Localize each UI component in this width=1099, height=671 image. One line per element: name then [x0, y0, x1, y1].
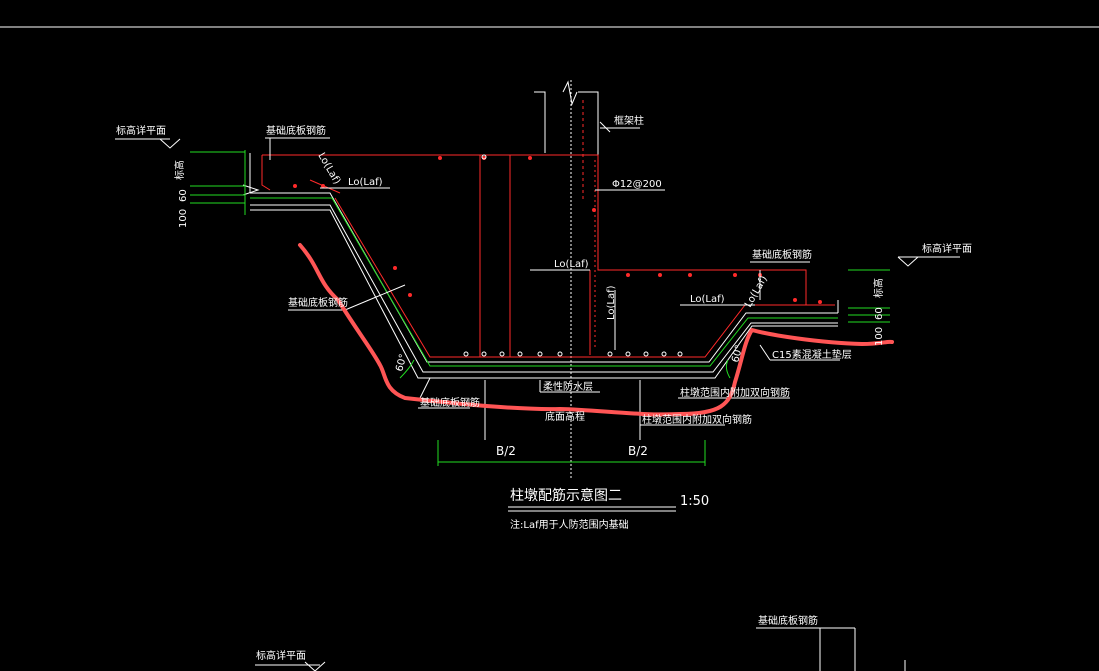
pier-bar-label-2: 柱墩范围内附加双向钢筋 [642, 413, 752, 426]
half-width-left: B/2 [496, 444, 516, 458]
angle-label-right: 60° [730, 344, 745, 364]
drawing-scale: 1:50 [680, 494, 709, 509]
slab-bar-label-left: 基础底板钢筋 [266, 124, 326, 137]
cushion-label: C15素混凝土垫层 [772, 348, 852, 361]
elev-label-bottom-left: 标高详平面 [256, 649, 306, 662]
concrete-outline [242, 80, 839, 480]
drawing-text: 标高详平面 标高详平面 标高详平面 基础底板钢筋 基础底板钢筋 基础底板钢筋 基… [116, 114, 972, 662]
leader-lines [115, 121, 960, 671]
pier-bar-label-1: 柱墩范围内附加双向钢筋 [680, 386, 790, 399]
elev-label-top-left: 标高详平面 [116, 124, 166, 137]
lap-label-right-vert: Lo(Laf) [743, 274, 770, 309]
waterproof-sub-label: 底面高程 [545, 410, 585, 423]
lap-label-center: Lo(Laf) [554, 259, 589, 270]
dim-side-left: 标高 [173, 160, 186, 180]
dim-60-left: 60 [178, 189, 189, 202]
waterproof-label: 柔性防水层 [543, 380, 593, 393]
half-width-right: B/2 [628, 444, 648, 458]
dim-100-left: 100 [178, 209, 189, 228]
slab-bar-label-bottom-right: 基础底板钢筋 [758, 614, 818, 627]
lap-label-horiz-left: Lo(Laf) [348, 177, 383, 188]
slab-bar-label-slope: 基础底板钢筋 [288, 296, 348, 309]
dim-60-right: 60 [874, 307, 885, 320]
angle-label-left: 60° [394, 353, 409, 373]
elev-label-top-right: 标高详平面 [922, 242, 972, 255]
lap-label-right-horiz: Lo(Laf) [690, 294, 725, 305]
stirrup-label: Φ12@200 [612, 179, 662, 190]
dim-side-right: 标高 [872, 278, 885, 298]
column-label: 框架柱 [614, 114, 644, 127]
markup-stroke [298, 243, 894, 417]
slab-bar-label-right: 基础底板钢筋 [752, 248, 812, 261]
slab-bar-label-bottom: 基础底板钢筋 [420, 396, 480, 409]
drawing-note: 注:Laf用于人防范围内基础 [510, 518, 629, 531]
drawing-title: 柱墩配筋示意图二 [510, 487, 622, 504]
green-lines [190, 150, 890, 466]
lap-label-center-vert: Lo(Laf) [606, 285, 617, 320]
lap-label-vert-left: Lo(Laf) [315, 151, 342, 186]
rebar-lines [261, 100, 835, 358]
dim-100-right: 100 [874, 327, 885, 346]
